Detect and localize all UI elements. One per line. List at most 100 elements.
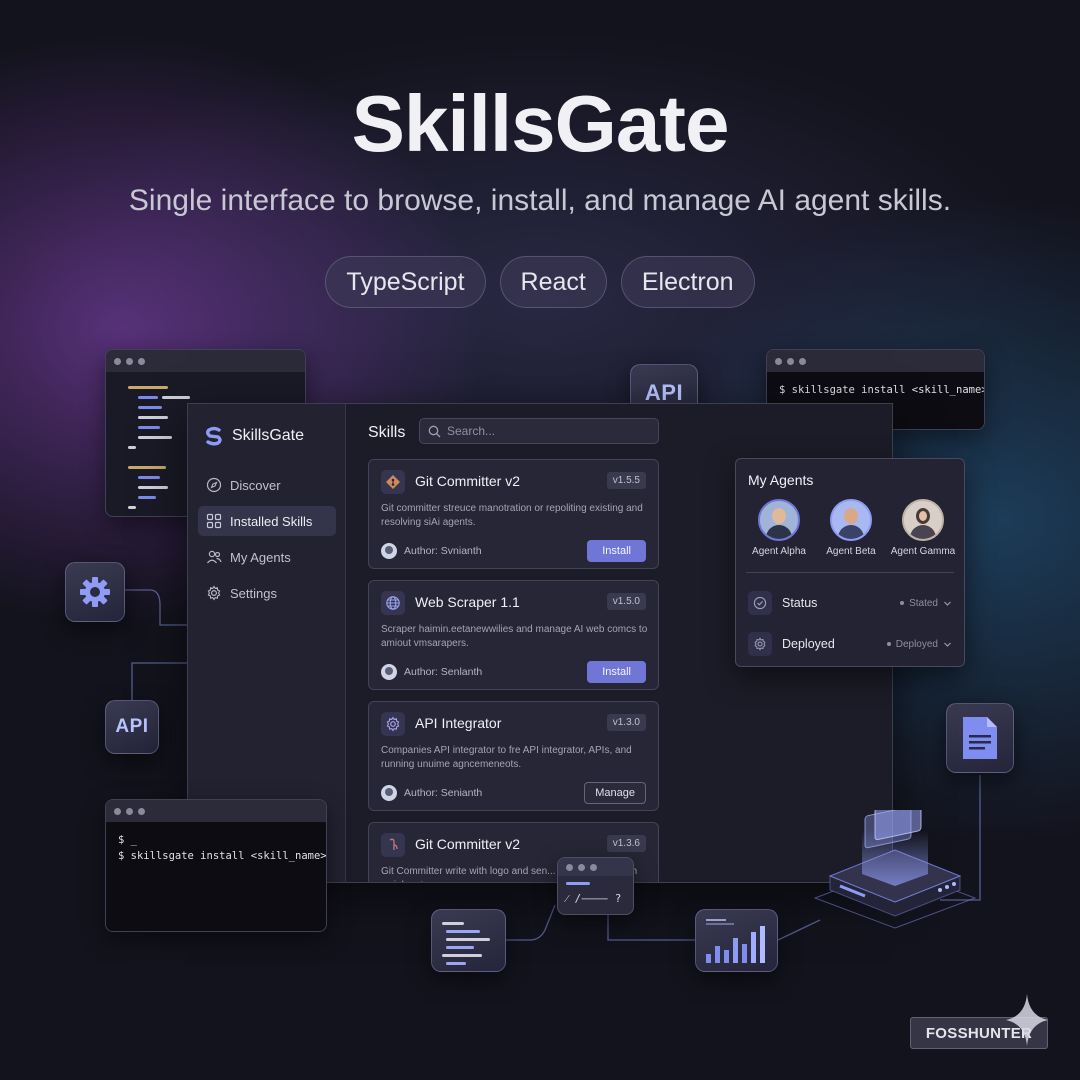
nav-item-settings[interactable]: Settings	[198, 578, 336, 608]
prompt-body: ⁄ /⸻ ?	[558, 876, 633, 914]
nav-label: Installed Skills	[230, 513, 313, 529]
status-row[interactable]: Status Stated	[748, 590, 952, 616]
skill-name: Git Committer v2	[415, 836, 521, 852]
git-icon	[381, 833, 405, 857]
install-button[interactable]: Install	[587, 661, 646, 683]
api-label: API	[115, 716, 149, 737]
window-dot	[126, 357, 133, 365]
version-badge: v1.3.6	[606, 835, 646, 852]
nav-label: My Agents	[230, 549, 291, 565]
version-badge: v1.3.0	[606, 714, 646, 731]
panel-title: My Agents	[748, 472, 814, 488]
wire-chart-server	[777, 919, 821, 941]
gear-icon	[748, 632, 772, 656]
status-dot	[886, 642, 891, 646]
nav-item-discover[interactable]: Discover	[198, 470, 336, 500]
window-titlebar	[106, 350, 305, 372]
document-tile	[946, 703, 1014, 773]
my-agents-panel: My Agents Agent Alpha Agent Beta Agent G…	[735, 458, 965, 667]
users-icon	[207, 550, 222, 564]
deployed-dropdown[interactable]: Deployed	[886, 638, 952, 650]
agent-alpha[interactable]: Agent Alpha	[742, 499, 816, 557]
skill-author: Author: Senianth	[381, 785, 482, 801]
chevron-down-icon	[944, 642, 951, 647]
row-label: Deployed	[782, 637, 835, 651]
install-button[interactable]: Install	[587, 540, 646, 562]
nav-item-my-agents[interactable]: My Agents	[198, 542, 336, 572]
skill-description: Scraper haimin.eetanewwilies and manage …	[381, 624, 648, 649]
agent-name: Agent Alpha	[752, 546, 806, 557]
code-snippet-tile	[431, 909, 506, 972]
skill-name: Git Committer v2	[415, 473, 521, 489]
content-title: Skills	[368, 424, 406, 441]
gear-icon	[207, 585, 221, 601]
manage-button[interactable]: Manage	[584, 782, 646, 804]
document-icon	[963, 717, 997, 759]
search-input[interactable]	[447, 424, 647, 438]
author-label: Author: Senianth	[404, 787, 483, 799]
wire-gear-window	[125, 589, 187, 626]
nav-label: Settings	[230, 585, 277, 601]
terminal-line: $ skillsgate install <skill_name>	[118, 850, 327, 862]
chevron-down-icon	[944, 601, 951, 606]
skill-card[interactable]: Git Committer v2 v1.5.5 Git committer st…	[368, 459, 659, 569]
status-dropdown[interactable]: Stated	[900, 598, 952, 609]
avatar	[902, 499, 944, 541]
wire-api-window	[131, 662, 187, 700]
author-label: Author: Svnianth	[404, 545, 482, 557]
tech-tags: TypeScript React Electron	[0, 256, 1080, 308]
terminal-output: $ _ $ skillsgate install <skill_name>	[106, 822, 327, 931]
skill-description: Companies API integrator to fre API inte…	[381, 745, 632, 770]
bar-chart-tile	[695, 909, 778, 972]
code-lines	[106, 372, 305, 516]
agent-gamma[interactable]: Agent Gamma	[886, 499, 960, 557]
server-hologram-illustration	[813, 810, 977, 929]
nav-label: Discover	[230, 477, 281, 493]
window-dot	[578, 863, 585, 871]
skill-card[interactable]: Web Scraper 1.1 v1.5.0 Scraper haimin.ee…	[368, 580, 659, 690]
search-icon	[428, 425, 441, 437]
window-dot	[114, 357, 121, 365]
sparkle-icon	[1006, 994, 1048, 1046]
gear-icon	[381, 712, 405, 736]
avatar	[830, 499, 872, 541]
status-dot	[900, 601, 905, 605]
window-dot	[799, 357, 806, 365]
deployed-value: Deployed	[895, 638, 938, 650]
bar-chart-icon	[706, 919, 765, 963]
api-label: API	[644, 380, 684, 405]
brand-name: SkillsGate	[232, 427, 305, 444]
skill-description: Git committer streuce manotration or rep…	[381, 503, 643, 528]
skill-name: API Integrator	[415, 715, 502, 731]
check-circle-icon	[748, 591, 772, 615]
window-dot	[138, 807, 145, 815]
tag-electron: Electron	[620, 256, 755, 308]
agent-name: Agent Gamma	[890, 546, 956, 557]
window-dot	[126, 807, 133, 815]
version-badge: v1.5.0	[606, 593, 646, 610]
row-label: Status	[782, 596, 818, 610]
status-value: Stated	[909, 597, 938, 609]
window-titlebar	[767, 350, 984, 372]
wire-code-mini	[505, 904, 556, 941]
skillsgate-logo-icon	[206, 426, 222, 446]
skill-author: Author: Svnianth	[381, 543, 482, 559]
nav-item-installed-skills[interactable]: Installed Skills	[198, 506, 336, 536]
tag-react: React	[499, 256, 607, 308]
terminal-line: $ _	[118, 834, 137, 846]
agent-beta[interactable]: Agent Beta	[814, 499, 888, 557]
search-box[interactable]	[419, 418, 659, 444]
avatar	[381, 664, 397, 680]
hero-title: SkillsGate	[351, 79, 730, 168]
avatar	[381, 543, 397, 559]
terminal-window-bottom: $ _ $ skillsgate install <skill_name>	[105, 799, 327, 932]
window-dot	[775, 357, 782, 365]
api-tile-left: API	[105, 700, 159, 754]
window-dot	[114, 807, 121, 815]
brand: SkillsGate	[204, 426, 304, 446]
divider	[746, 572, 954, 573]
skill-card[interactable]: API Integrator v1.3.0 Companies API inte…	[368, 701, 659, 811]
git-icon	[381, 470, 405, 494]
wire-doc-server	[940, 775, 981, 901]
deployed-row[interactable]: Deployed Deployed	[748, 631, 952, 657]
